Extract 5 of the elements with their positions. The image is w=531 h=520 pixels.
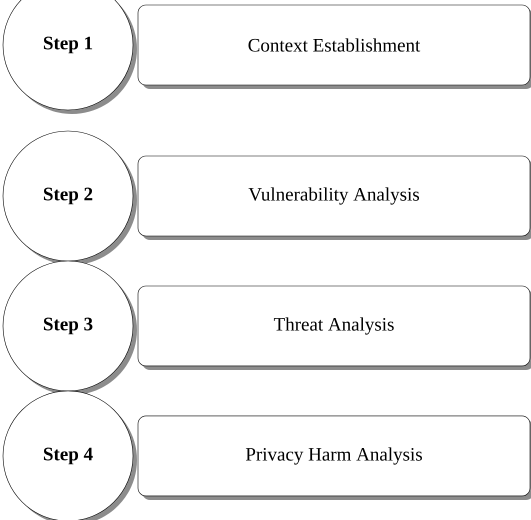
step-box: Privacy Harm Analysis xyxy=(138,416,531,500)
step-box: Threat Analysis xyxy=(138,286,531,370)
step-box: Context Establishment xyxy=(138,4,531,89)
step-box: Vulnerability Analysis xyxy=(138,156,531,240)
node-label: Step 4 xyxy=(44,448,93,464)
